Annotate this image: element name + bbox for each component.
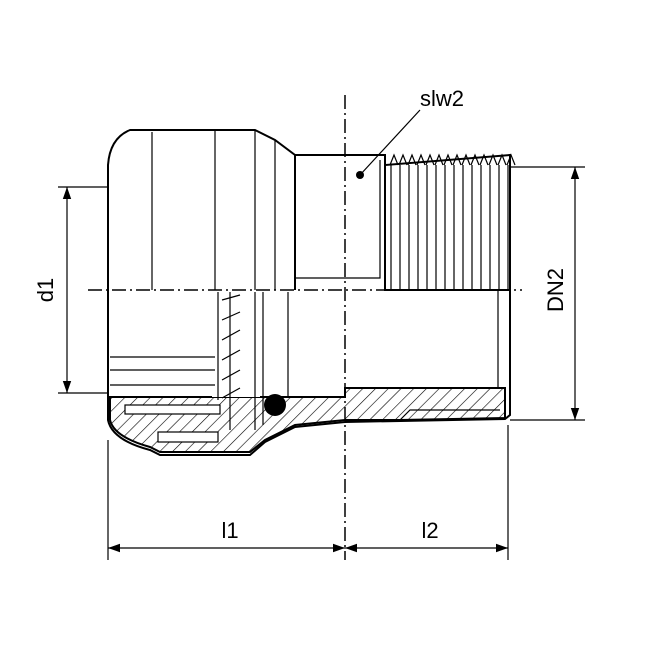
slw2-leader: slw2 [356,86,464,179]
thread-tooth [488,153,498,290]
thread-tooth [470,153,480,290]
thread-tooth [398,153,408,290]
nut-outer-view [107,129,296,290]
d1-dimension: d1 [33,186,108,394]
l1-label: l1 [221,518,238,543]
l2-label: l2 [421,518,438,543]
slw2-label: slw2 [420,86,464,111]
thread-tooth [461,153,471,290]
thread-tooth [497,153,507,290]
thread-tooth [506,153,516,290]
section-view [107,290,511,456]
thread-tooth [443,153,453,290]
thread-tooth [425,153,435,290]
dn2-label: DN2 [543,268,568,312]
o-ring [264,394,286,416]
thread-tooth [434,153,444,290]
length-dimensions: l1 l2 [107,425,509,560]
thread-tooth [407,153,417,290]
thread-tooth [389,153,399,290]
thread-view [384,153,516,291]
thread-tooth [479,153,489,290]
hex-body-view [295,154,386,290]
d1-label: d1 [33,278,58,302]
thread-tooth [452,153,462,290]
thread-tooth [416,153,426,290]
dn2-dimension: DN2 [510,166,585,421]
